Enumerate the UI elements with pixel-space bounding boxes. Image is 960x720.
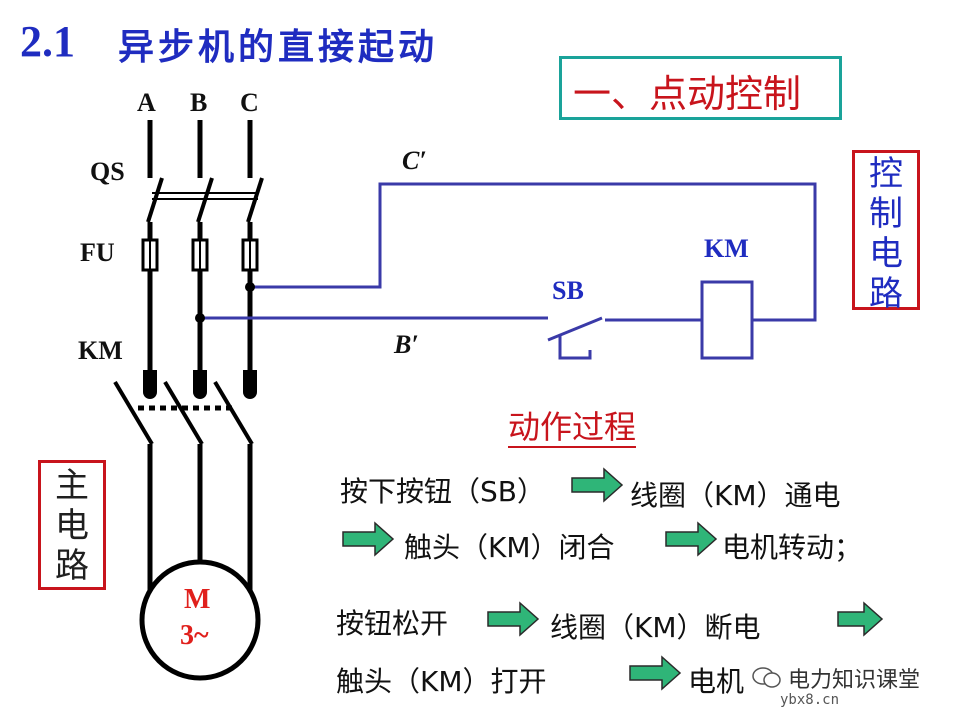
motor-circle: [139, 559, 261, 681]
km-coil: [700, 280, 754, 360]
phase-lines-top: [147, 120, 253, 178]
subtitle: 一、点动控制: [573, 72, 802, 116]
label-phase-c: C: [240, 88, 259, 117]
km-main-contacts-top: [143, 370, 257, 399]
label-phase-b: B: [190, 88, 208, 117]
phase-lines-motor: [147, 444, 253, 592]
section-title: 异步机的直接起动: [118, 26, 439, 68]
step-3b: 线圈（KM）断电: [550, 611, 761, 644]
control-circuit-label: 控 制 电 路: [858, 154, 914, 314]
watermark-site: ybx8.cn: [780, 692, 840, 708]
step-4b: 电机: [688, 665, 745, 698]
process-arrows: [342, 467, 884, 691]
control-char-4: 路: [869, 274, 903, 314]
section-number: 2.1: [20, 17, 75, 66]
phase-lines-fu: [147, 222, 253, 240]
main-circuit-label: 主 电 路: [44, 466, 100, 586]
main-char-2: 电: [55, 506, 89, 546]
main-char-1: 主: [55, 466, 89, 506]
junction-c: [245, 282, 255, 292]
km-main-contacts-blades: [113, 380, 254, 446]
label-fu: FU: [80, 238, 115, 267]
qs-link: [152, 192, 258, 200]
label-sb: SB: [552, 276, 584, 305]
label-b-prime: B′: [394, 330, 419, 359]
step-2b: 电机转动；: [722, 531, 863, 564]
step-1a: 按下按钮（SB）: [340, 475, 545, 508]
label-qs: QS: [90, 157, 125, 186]
main-circuit-frame: [38, 460, 106, 590]
step-4a: 触头（KM）打开: [336, 665, 547, 698]
label-phase-a: A: [137, 88, 156, 117]
control-circuit-frame: [852, 150, 920, 310]
control-char-2: 制: [869, 194, 903, 234]
motor-label-m: M: [184, 584, 211, 615]
process-title: 动作过程: [508, 408, 637, 448]
step-2a: 触头（KM）闭合: [404, 531, 615, 564]
subtitle-frame: [559, 56, 842, 120]
fuse-center-lines: [149, 240, 251, 270]
step-3a: 按钮松开: [336, 607, 449, 640]
main-char-3: 路: [55, 546, 89, 586]
sb-button: [547, 316, 603, 360]
step-1b: 线圈（KM）通电: [630, 479, 841, 512]
control-char-1: 控: [869, 154, 903, 194]
label-km-main: KM: [78, 336, 123, 365]
watermark: 电力知识课堂: [752, 662, 920, 694]
control-char-3: 电: [869, 234, 903, 274]
control-wires: [200, 182, 817, 322]
motor-label-phase: 3~: [180, 620, 209, 651]
label-km-coil: KM: [704, 234, 749, 263]
wechat-icon: [752, 667, 782, 689]
watermark-text: 电力知识课堂: [788, 668, 921, 693]
label-c-prime: C′: [402, 146, 427, 175]
junction-b: [195, 313, 205, 323]
